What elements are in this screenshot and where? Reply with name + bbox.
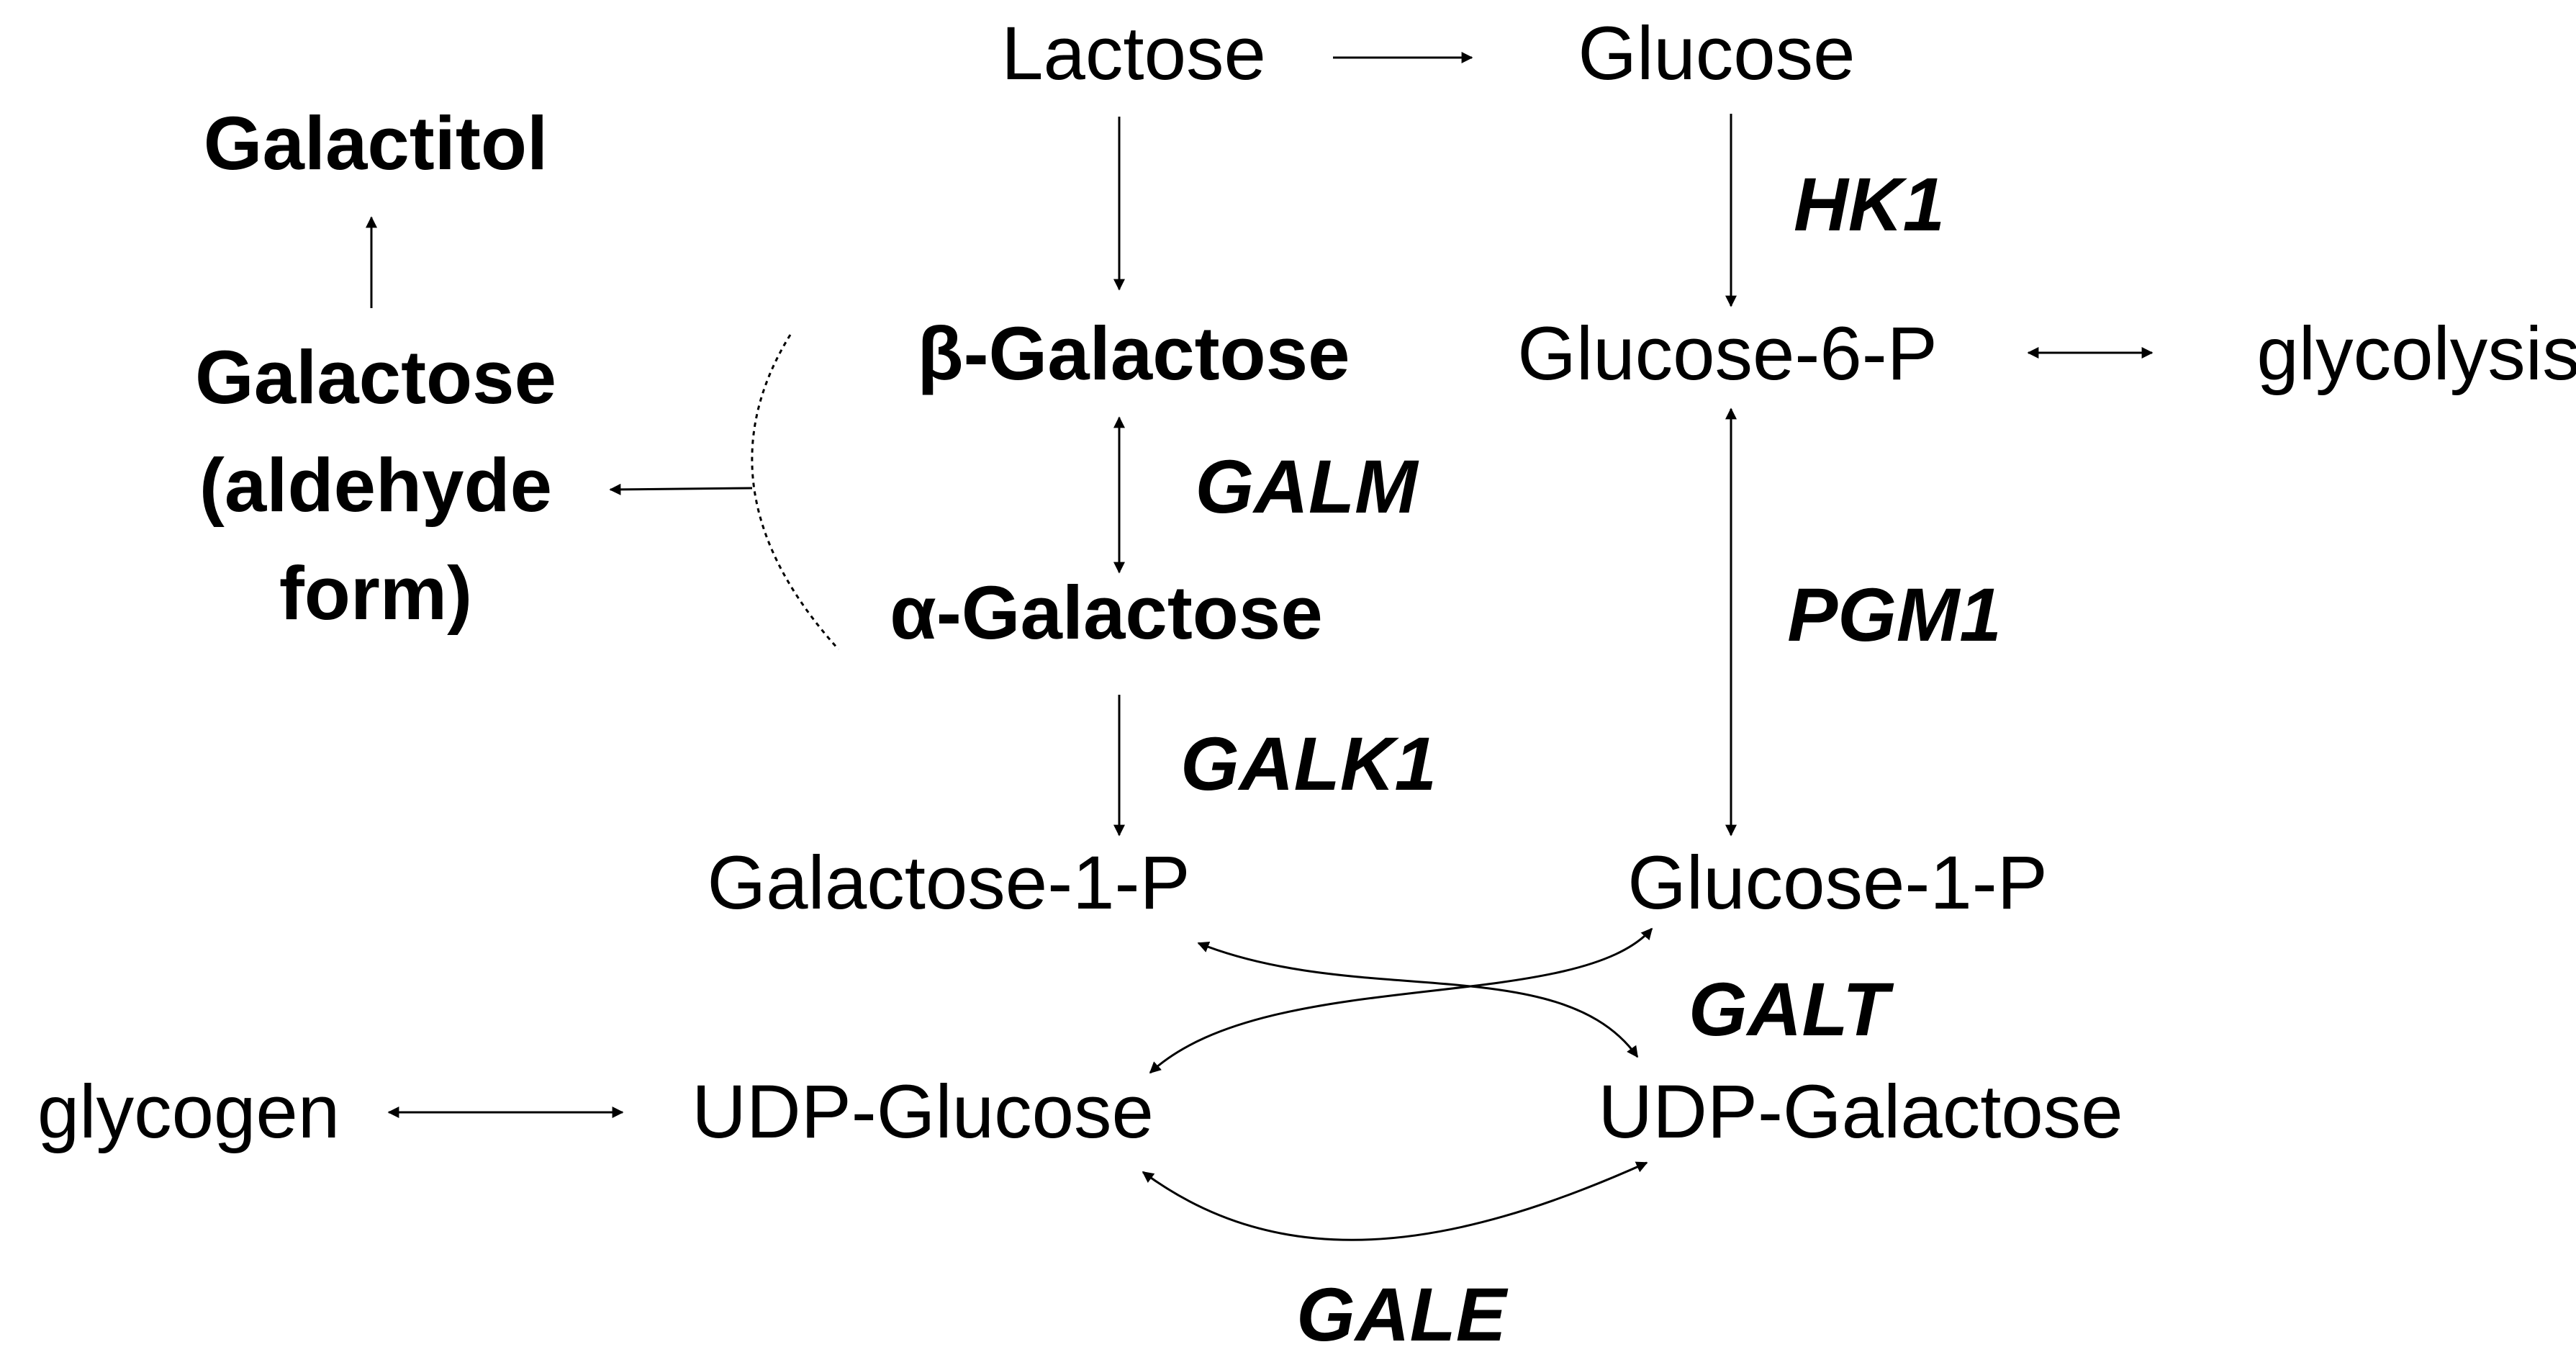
galt-galactose-1-p-to-udp-galactose-arc bbox=[1197, 941, 1639, 1058]
galt-udp-glucose-to-glucose-1-p-arc bbox=[1149, 927, 1653, 1074]
glucose-6-p-label: Glucose-6-P bbox=[1517, 312, 1938, 396]
galm-enzyme-label: GALM bbox=[1195, 445, 1419, 529]
lactose-label: Lactose bbox=[1001, 12, 1266, 96]
gale-interconversion-arc bbox=[1142, 1161, 1648, 1241]
beta-galactose-label: β-Galactose bbox=[918, 312, 1350, 396]
galactose-aldehyde-line3: form) bbox=[279, 551, 472, 636]
galactose-aldehyde-line2: (aldehyde bbox=[199, 443, 552, 528]
alpha-galactose-label: α-Galactose bbox=[890, 571, 1322, 655]
pgm1-enzyme-label: PGM1 bbox=[1787, 573, 2002, 657]
hk1-enzyme-label: HK1 bbox=[1794, 163, 1945, 247]
galactose-to-aldehyde-arrow bbox=[609, 483, 753, 495]
glycogen-label: glycogen bbox=[37, 1070, 340, 1154]
galactitol-label: Galactitol bbox=[204, 102, 548, 186]
galactose-aldehyde-line1: Galactose bbox=[195, 335, 556, 420]
udp-glucose-label: UDP-Glucose bbox=[692, 1070, 1154, 1154]
gale-enzyme-label: GALE bbox=[1296, 1273, 1509, 1357]
udp-galactose-label: UDP-Galactose bbox=[1598, 1070, 2123, 1154]
anomer-equilibrium-arc bbox=[751, 334, 840, 651]
galk1-enzyme-label: GALK1 bbox=[1180, 722, 1437, 806]
glucose-label: Glucose bbox=[1578, 12, 1855, 96]
glycolysis-label: glycolysis bbox=[2256, 312, 2576, 396]
galt-enzyme-label: GALT bbox=[1689, 968, 1894, 1052]
galactose-1-p-label: Galactose-1-P bbox=[707, 841, 1190, 925]
glucose-1-p-label: Glucose-1-P bbox=[1627, 841, 2048, 925]
